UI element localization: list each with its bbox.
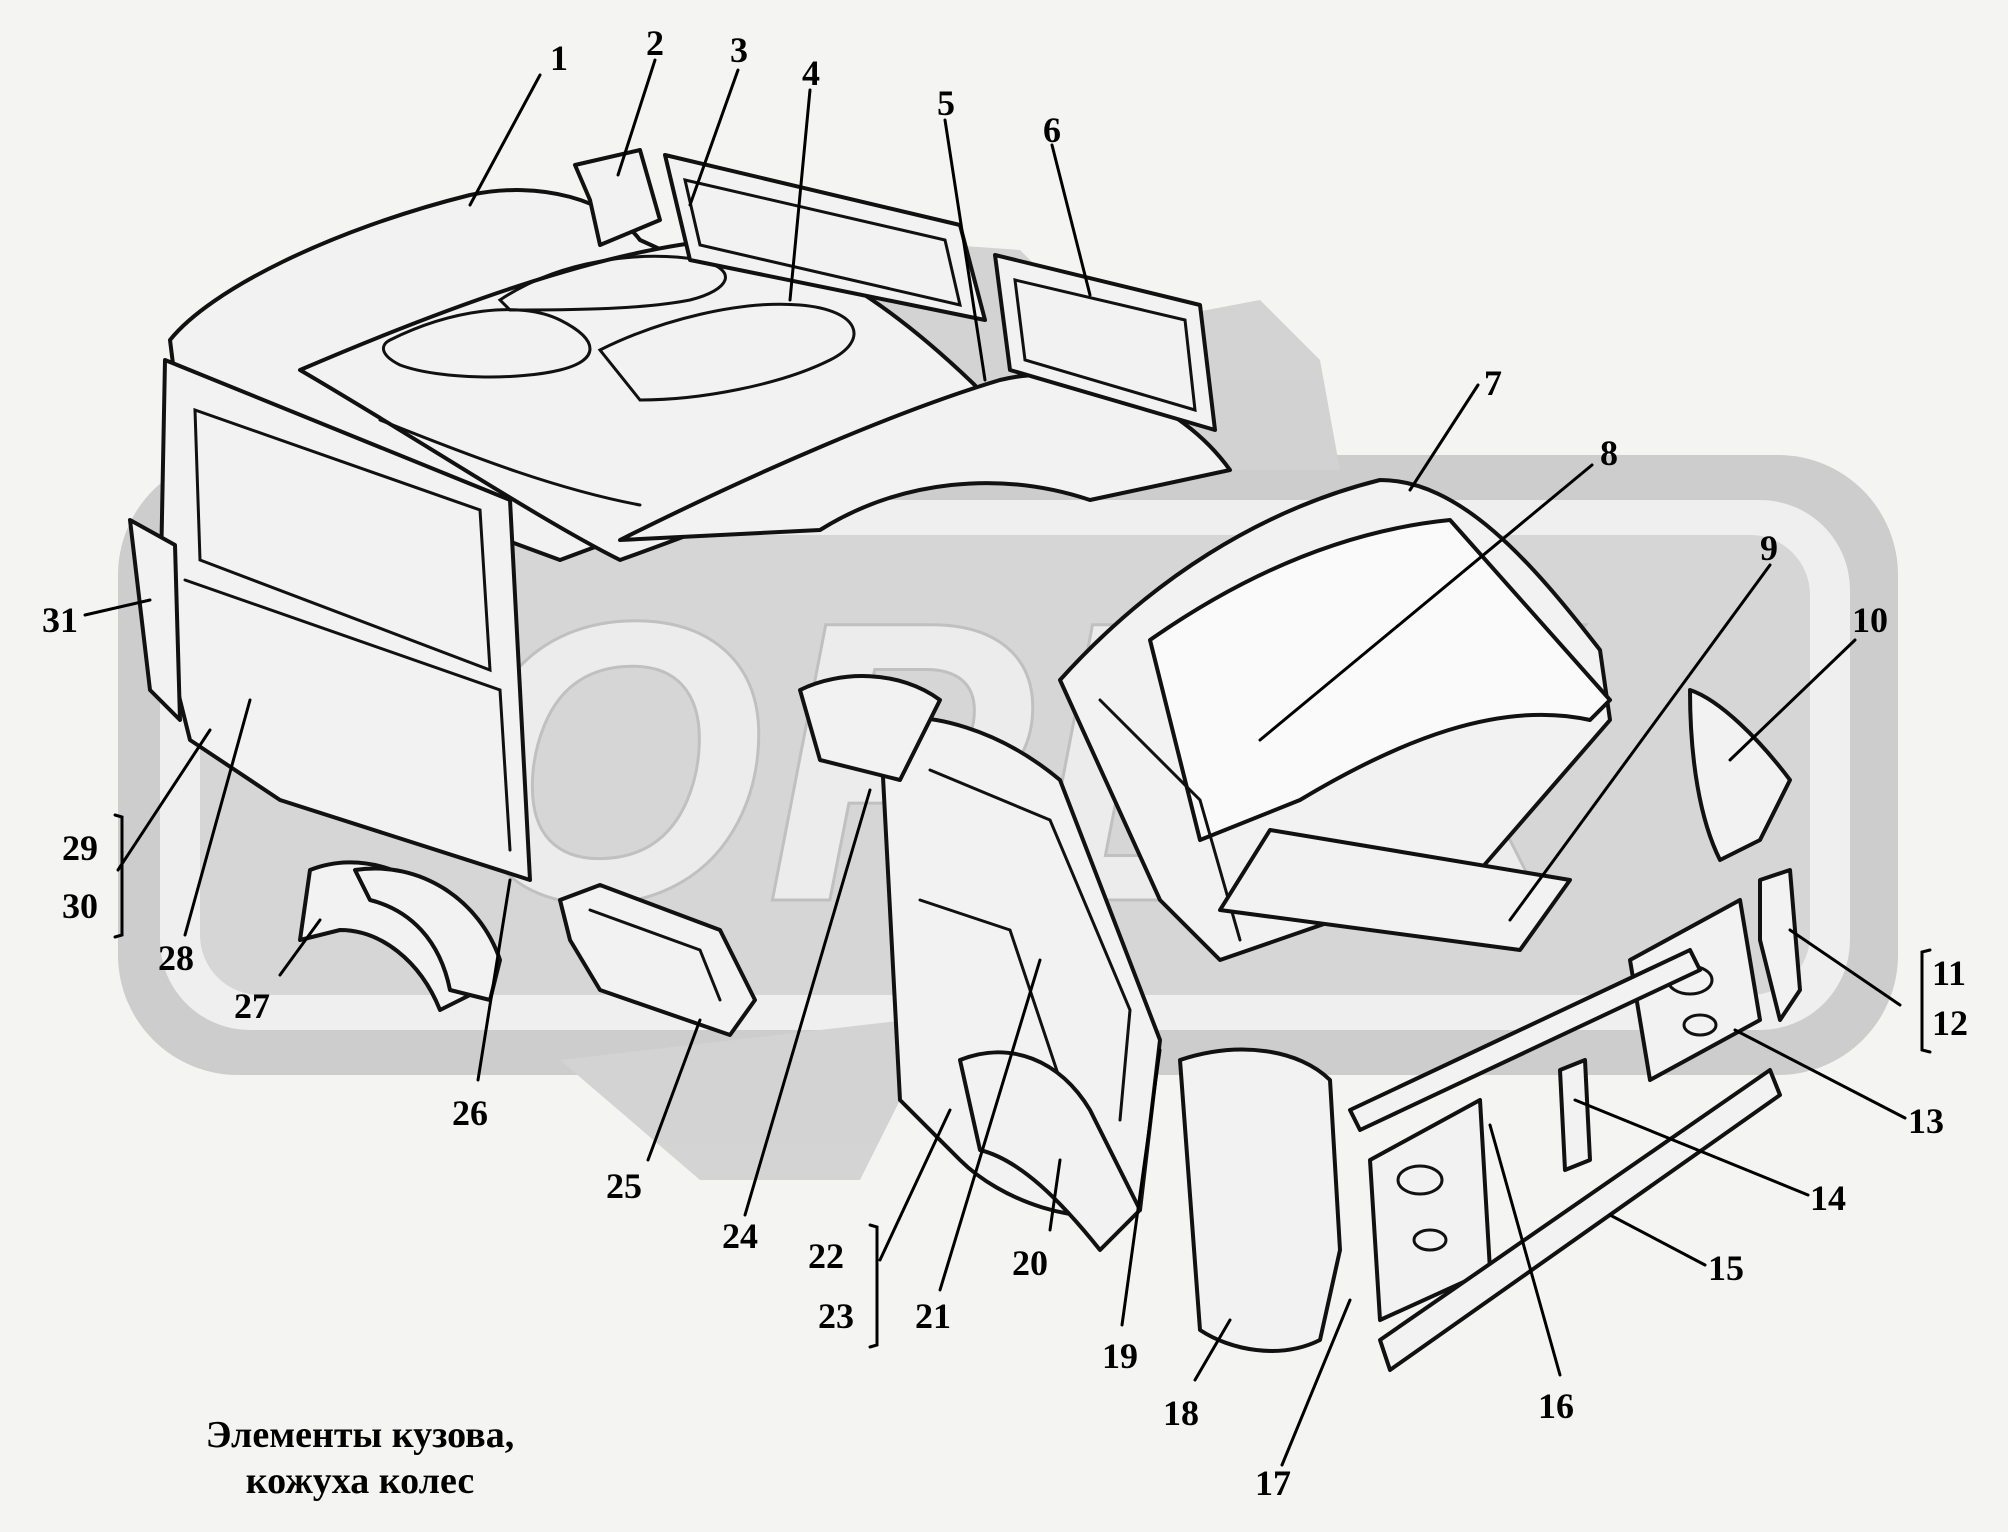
front-mud-guard: [1178, 1047, 1342, 1353]
callout-7: 7: [1484, 363, 1502, 403]
door-frame: [798, 674, 1162, 1219]
floor-panel: [1218, 828, 1572, 952]
rear-window-frame: [663, 153, 987, 322]
rear-wheel-arch: [298, 860, 502, 1012]
step-well: [558, 883, 757, 1037]
callout-29: 29: [62, 828, 98, 868]
callout-6: 6: [1043, 110, 1061, 150]
callout-16: 16: [1538, 1386, 1574, 1426]
caption-line-1: Элементы кузова,: [205, 1414, 515, 1456]
callout-14: 14: [1810, 1178, 1846, 1218]
callout-15: 15: [1708, 1248, 1744, 1288]
front-cab-shell: [1058, 478, 1612, 962]
diagram-caption: Элементы кузова, кожуха колес: [150, 1412, 570, 1504]
callout-4: 4: [802, 53, 820, 93]
rear-corner-panel: [1688, 688, 1792, 862]
lower-sill-strip: [1378, 1068, 1782, 1372]
callout-10: 10: [1852, 600, 1888, 640]
callout-27: 27: [234, 986, 270, 1026]
pillar-bracket: [1758, 868, 1802, 1022]
callout-28: 28: [158, 938, 194, 978]
callout-25: 25: [606, 1166, 642, 1206]
callout-23: 23: [818, 1296, 854, 1336]
callout-11: 11: [1932, 953, 1966, 993]
caption-line-2: кожуха колес: [245, 1460, 475, 1502]
side-body-panel: [128, 358, 532, 882]
callout-26: 26: [452, 1093, 488, 1133]
callout-8: 8: [1600, 433, 1618, 473]
door-sill-rail: [1348, 948, 1702, 1132]
callout-13: 13: [1908, 1101, 1944, 1141]
callout-18: 18: [1163, 1393, 1199, 1433]
callout-9: 9: [1760, 528, 1778, 568]
callout-numbers: 1 2 3 4 5 6 7 8 9 10 11 12 13 14 15 16 1…: [42, 23, 1968, 1503]
callout-19: 19: [1102, 1336, 1138, 1376]
callout-5: 5: [937, 83, 955, 123]
callout-31: 31: [42, 600, 78, 640]
callout-3: 3: [730, 30, 748, 70]
callout-17: 17: [1255, 1463, 1291, 1503]
callout-30: 30: [62, 886, 98, 926]
callout-21: 21: [915, 1296, 951, 1336]
callout-1: 1: [550, 38, 568, 78]
callout-leaders: [83, 58, 1932, 1467]
callout-2: 2: [646, 23, 664, 63]
callout-22: 22: [808, 1236, 844, 1276]
callout-12: 12: [1932, 1003, 1968, 1043]
reinforcement-strip: [1558, 1058, 1592, 1172]
callout-20: 20: [1012, 1243, 1048, 1283]
upper-bracket: [573, 148, 662, 247]
side-window-frame: [993, 253, 1217, 432]
callout-24: 24: [722, 1216, 758, 1256]
